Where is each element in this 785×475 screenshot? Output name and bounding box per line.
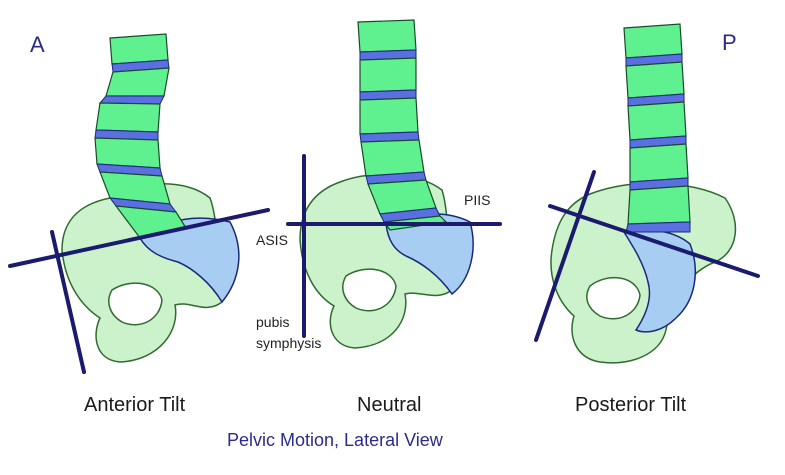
obturator-foramen-posterior	[586, 276, 641, 320]
sacrum-anterior	[139, 217, 240, 304]
horizontal-reference-line-posterior	[548, 204, 760, 278]
vertebra	[359, 57, 417, 93]
vertebra	[360, 139, 425, 177]
spine-posterior	[623, 23, 691, 233]
vertical-reference-line-anterior	[50, 230, 86, 374]
spine-neutral	[357, 19, 448, 231]
obturator-foramen-anterior	[108, 282, 163, 326]
anterior-tilt-panel	[8, 33, 270, 374]
neutral-caption: Neutral	[357, 394, 421, 416]
figure-title: Pelvic Motion, Lateral View	[227, 430, 444, 450]
sacrum-posterior	[622, 228, 696, 333]
disc	[625, 221, 691, 233]
posterior-corner-label: P	[722, 30, 737, 55]
anterior-tilt-caption: Anterior Tilt	[84, 394, 186, 416]
neutral-panel	[286, 19, 502, 349]
vertebra	[359, 97, 419, 135]
sacrum-neutral	[385, 213, 474, 296]
obturator-foramen-neutral	[342, 268, 397, 312]
horizontal-reference-line-anterior	[8, 208, 270, 268]
vertebra	[109, 33, 169, 65]
posterior-tilt-caption: Posterior Tilt	[575, 394, 687, 416]
vertebra	[94, 137, 161, 169]
vertical-reference-line-posterior	[534, 170, 596, 342]
vertebra	[95, 102, 161, 133]
vertebra	[623, 23, 683, 59]
pubis-symphysis-label-line2: symphysis	[256, 335, 321, 351]
vertebra	[627, 101, 687, 141]
vertebra	[627, 185, 691, 225]
spine-anterior	[94, 33, 187, 239]
piis-label: PIIS	[464, 192, 490, 208]
vertebra	[625, 61, 685, 99]
posterior-tilt-panel	[534, 23, 760, 364]
vertebra	[357, 19, 417, 53]
vertebra	[105, 67, 170, 97]
anterior-corner-label: A	[30, 32, 45, 57]
pubis-symphysis-label-line1: pubis	[256, 314, 289, 330]
vertebra	[629, 143, 689, 183]
asis-label: ASIS	[256, 232, 288, 248]
